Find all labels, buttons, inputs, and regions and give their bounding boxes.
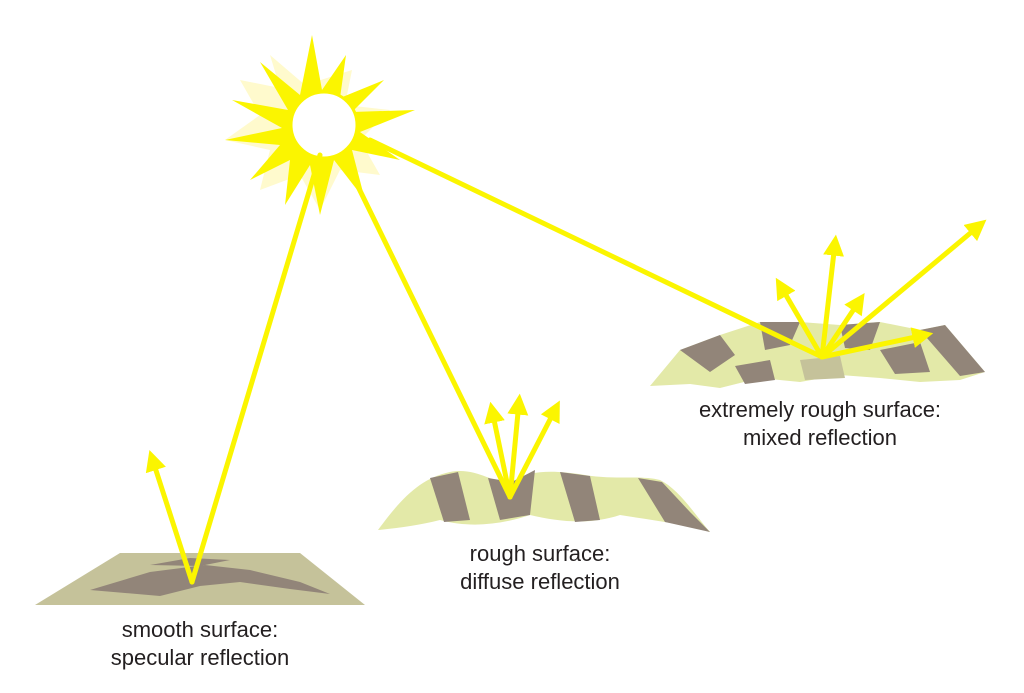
caption-rough-surface: rough surface: diffuse reflection — [410, 540, 670, 596]
incident-ray-smooth — [192, 155, 320, 582]
caption-smooth-surface: smooth surface: specular reflection — [60, 616, 340, 672]
caption-smooth-line1: smooth surface: — [60, 616, 340, 644]
caption-rough-line2: diffuse reflection — [410, 568, 670, 596]
sun-icon — [225, 35, 415, 215]
caption-extreme-line1: extremely rough surface: — [660, 396, 980, 424]
incident-ray-rough — [345, 160, 510, 497]
extreme-surface-shade-7 — [800, 356, 845, 380]
incident-ray-extreme — [370, 140, 822, 357]
caption-extreme-line2: mixed reflection — [660, 424, 980, 452]
rough-surface — [378, 470, 710, 532]
caption-extreme-surface: extremely rough surface: mixed reflectio… — [660, 396, 980, 452]
caption-rough-line1: rough surface: — [410, 540, 670, 568]
caption-smooth-line2: specular reflection — [60, 644, 340, 672]
sun-core — [291, 92, 357, 158]
